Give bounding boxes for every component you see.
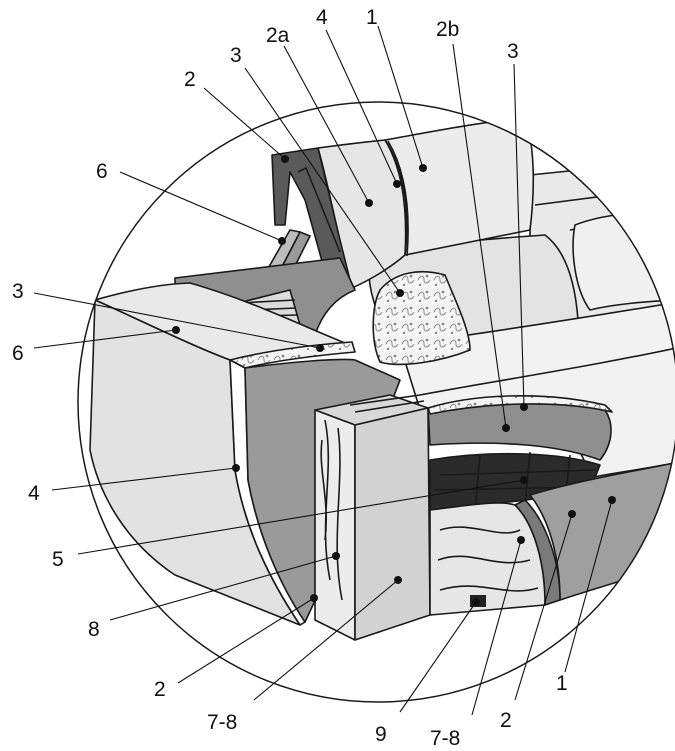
wood-block-side: [354, 407, 431, 641]
label-2a-back-foam: 2a: [266, 24, 290, 47]
callouts: 1 4 2a 3 2 2b 3 6 3 6: [12, 6, 616, 750]
magnifier-circle: [77, 101, 675, 703]
label-6-back-bracket: 6: [96, 160, 108, 183]
label-3-seat-padding: 3: [507, 40, 519, 63]
label-1-base-fabric: 1: [556, 672, 568, 695]
label-3-arm-padding: 3: [12, 280, 24, 303]
sofa-illustration: [78, 102, 675, 702]
label-4-back-layer: 4: [316, 6, 328, 29]
label-8-wood: 8: [88, 618, 100, 641]
label-9-foot: 9: [375, 723, 387, 746]
label-2-back-frame: 2: [184, 68, 196, 91]
label-1-back-fabric: 1: [366, 6, 378, 29]
label-2b-seat-foam: 2b: [436, 18, 459, 41]
label-7-8-base-wood: 7-8: [430, 727, 460, 750]
seat-padding-3: [427, 394, 613, 415]
label-6-arm-cover: 6: [12, 342, 24, 365]
label-4-arm-layer: 4: [28, 482, 40, 505]
headrest-frame: [271, 147, 353, 291]
label-2-arm-frame: 2: [154, 678, 166, 701]
label-5-springs: 5: [52, 548, 64, 571]
label-2-base-layer: 2: [500, 709, 512, 732]
label-3-back-layer: 3: [230, 44, 242, 67]
label-7-8-wood-block: 7-8: [207, 711, 237, 734]
back-cushion-right: [572, 210, 675, 311]
